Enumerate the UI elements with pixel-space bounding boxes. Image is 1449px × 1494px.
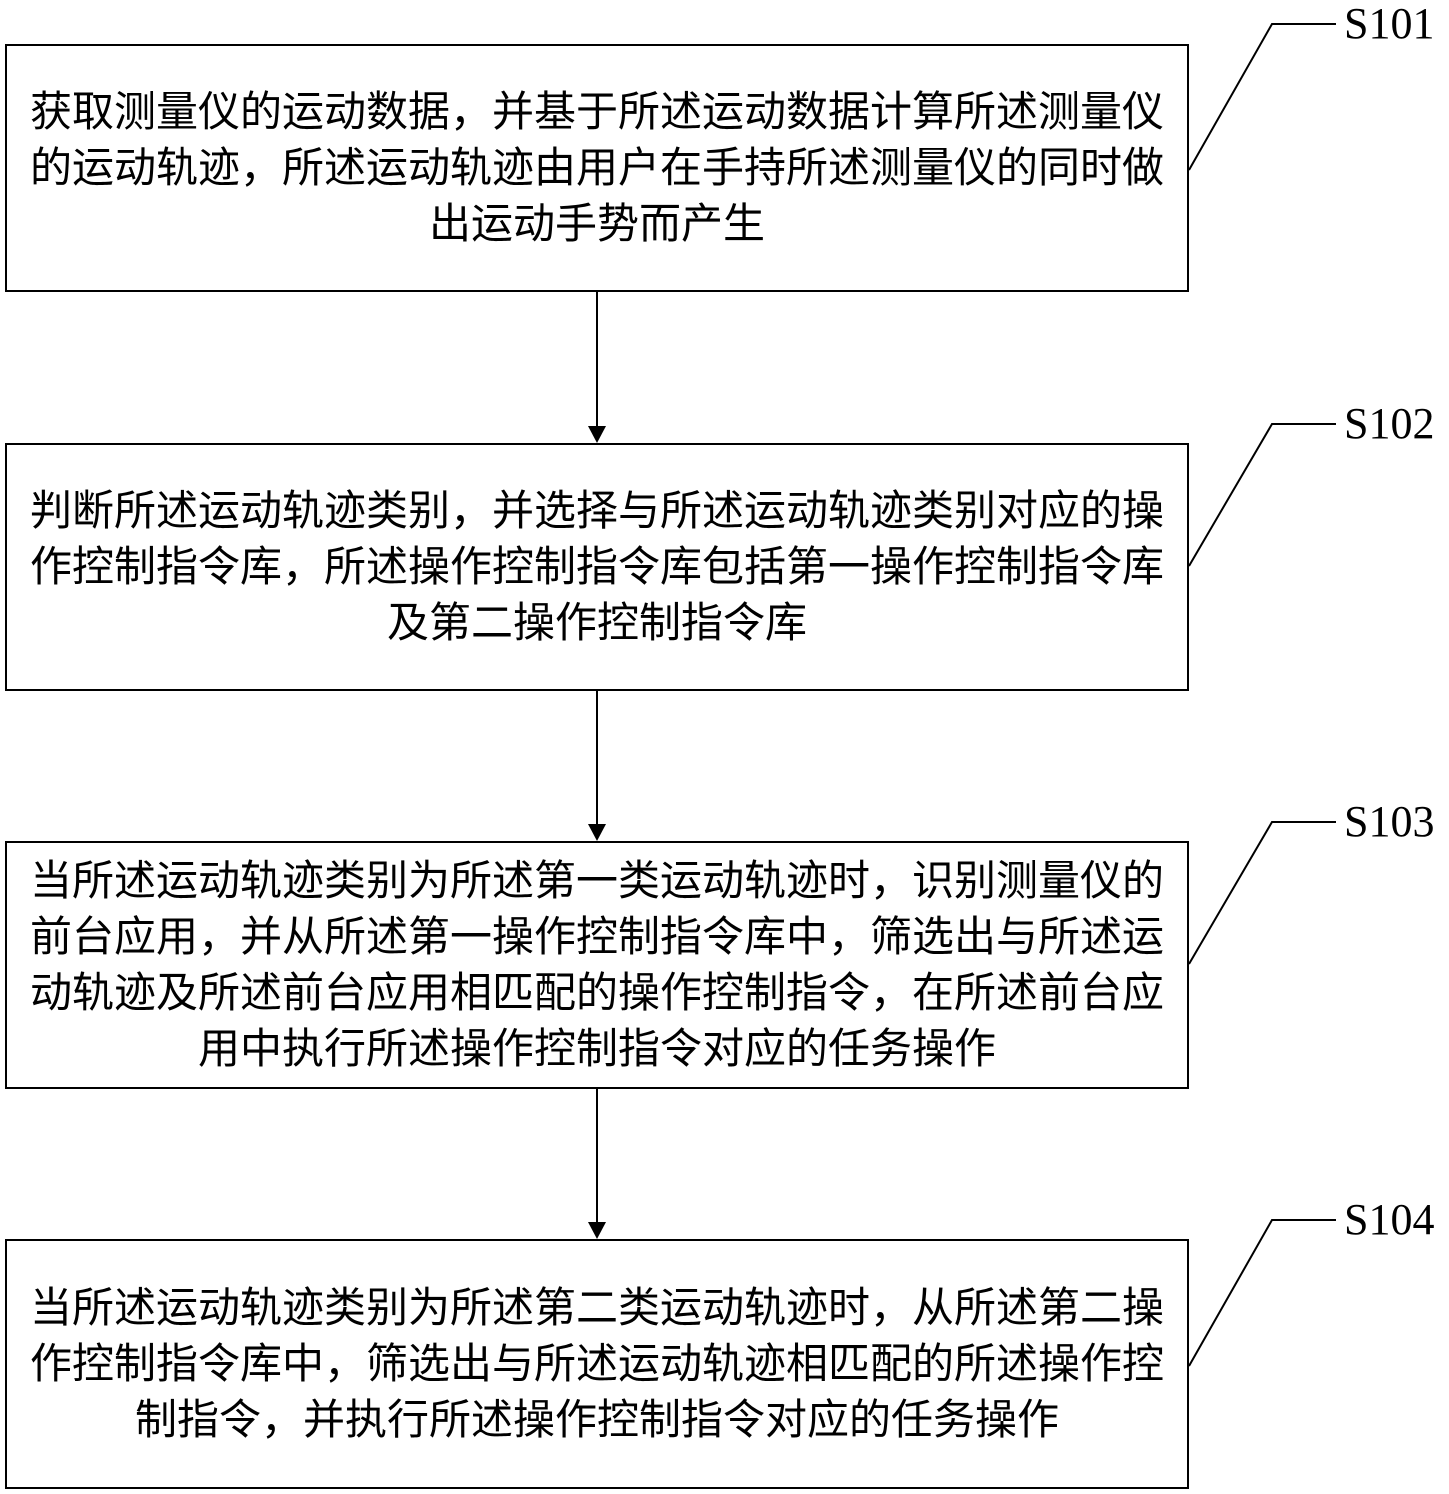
step-text-s103: 当所述运动轨迹类别为所述第一类运动轨迹时，识别测量仪的前台应用，并从所述第一操作…: [29, 856, 1164, 1073]
step-box-s101: 获取测量仪的运动数据，并基于所述运动数据计算所述测量仪的运动轨迹，所述运动轨迹由…: [5, 44, 1189, 292]
arrow-s101-s102: [588, 291, 606, 443]
step-box-s104: 当所述运动轨迹类别为所述第二类运动轨迹时，从所述第二操作控制指令库中，筛选出与所…: [5, 1239, 1189, 1489]
leader-line-s102: [1188, 423, 1336, 567]
step-text-s101: 获取测量仪的运动数据，并基于所述运动数据计算所述测量仪的运动轨迹，所述运动轨迹由…: [29, 87, 1164, 248]
step-text-s104: 当所述运动轨迹类别为所述第二类运动轨迹时，从所述第二操作控制指令库中，筛选出与所…: [29, 1283, 1164, 1444]
step-label-s103: S103: [1344, 797, 1435, 846]
leader-line-s104: [1188, 1219, 1336, 1367]
step-label-s104: S104: [1344, 1195, 1435, 1244]
leader-line-s103: [1188, 821, 1336, 965]
step-label-s102: S102: [1344, 399, 1435, 448]
step-text-s102: 判断所述运动轨迹类别，并选择与所述运动轨迹类别对应的操作控制指令库，所述操作控制…: [29, 486, 1164, 647]
step-box-s103: 当所述运动轨迹类别为所述第一类运动轨迹时，识别测量仪的前台应用，并从所述第一操作…: [5, 841, 1189, 1089]
leader-line-s101: [1188, 23, 1336, 171]
arrow-s102-s103: [588, 690, 606, 841]
step-label-s101: S101: [1344, 0, 1435, 48]
arrow-s103-s104: [588, 1088, 606, 1239]
step-box-s102: 判断所述运动轨迹类别，并选择与所述运动轨迹类别对应的操作控制指令库，所述操作控制…: [5, 443, 1189, 691]
